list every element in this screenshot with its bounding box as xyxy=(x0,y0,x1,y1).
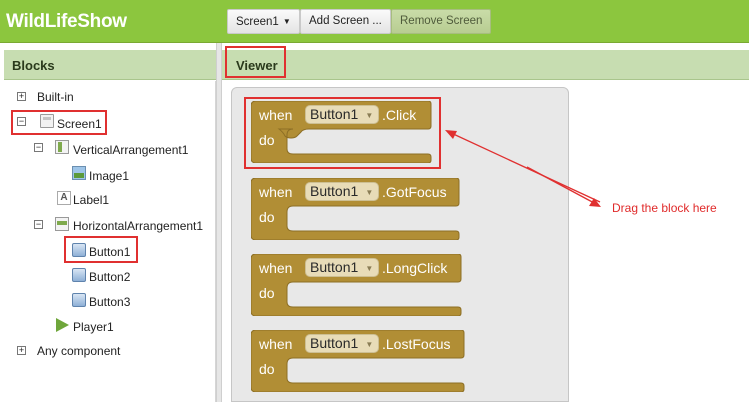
when-label: when xyxy=(259,336,293,352)
component-dropdown[interactable]: Button1 ▼ xyxy=(305,182,380,201)
dropdown-arrow-icon: ▼ xyxy=(365,111,374,120)
button-icon xyxy=(72,293,86,307)
panel-splitter[interactable] xyxy=(216,43,222,402)
do-label: do xyxy=(259,132,275,148)
chevron-down-icon: ▼ xyxy=(282,17,291,26)
player-icon xyxy=(56,318,69,332)
event-block-shape xyxy=(251,330,465,392)
when-label: when xyxy=(259,260,293,276)
blocks-panel-title: Blocks xyxy=(12,58,55,73)
event-name-label: .GotFocus xyxy=(382,184,447,200)
viewer-highlight-box xyxy=(225,46,286,78)
event-block-lostfocus[interactable]: when Button1 ▼ .LostFocus do xyxy=(251,330,481,392)
screen1-highlight-box xyxy=(11,110,107,135)
component-dropdown[interactable]: Button1 ▼ xyxy=(305,334,380,353)
component-dropdown[interactable]: Button1 ▼ xyxy=(305,258,380,277)
vertical-arrangement-icon xyxy=(55,140,69,154)
screen-icon xyxy=(40,114,54,128)
component-dropdown-label: Button1 xyxy=(310,335,359,351)
button-icon xyxy=(72,268,86,282)
component-dropdown-label: Button1 xyxy=(310,183,359,199)
dropdown-arrow-icon: ▼ xyxy=(365,188,374,197)
button1-highlight-box xyxy=(64,236,138,263)
event-block-click[interactable]: when Button1 ▼ .Click do xyxy=(251,101,481,163)
remove-screen-button[interactable]: Remove Screen xyxy=(391,9,492,34)
event-name-label: .Click xyxy=(382,107,417,123)
tree-item-built-in[interactable]: Built-in xyxy=(37,90,74,104)
collapse-icon[interactable]: − xyxy=(34,142,43,152)
event-block-longclick[interactable]: when Button1 ▼ .LongClick do xyxy=(251,254,481,316)
viewer-panel-title: Viewer xyxy=(236,58,278,73)
component-dropdown[interactable]: Button1 ▼ xyxy=(305,105,380,124)
event-block-shape xyxy=(251,101,432,163)
dropdown-arrow-icon: ▼ xyxy=(365,340,374,349)
tree-item-button3[interactable]: Button3 xyxy=(89,295,131,309)
do-label: do xyxy=(259,285,275,301)
screen-select[interactable]: Screen1▼ xyxy=(227,9,300,34)
do-label: do xyxy=(259,361,275,377)
when-label: when xyxy=(259,107,293,123)
tree-item-screen1[interactable]: Screen1 xyxy=(57,117,102,131)
tree-item-label1[interactable]: Label1 xyxy=(73,193,110,207)
expand-icon[interactable]: + xyxy=(17,91,26,101)
tree-item-any-component[interactable]: Any component xyxy=(37,344,121,358)
app-title: WildLifeShow xyxy=(6,11,127,32)
collapse-icon[interactable]: − xyxy=(17,116,26,126)
tree-item-button1[interactable]: Button1 xyxy=(89,245,131,259)
event-block-shape xyxy=(251,178,460,240)
component-dropdown-label: Button1 xyxy=(310,259,359,275)
blocks-panel-header: Blocks xyxy=(4,50,216,80)
click-block-highlight-box xyxy=(244,97,441,169)
collapse-icon[interactable]: − xyxy=(34,219,43,229)
do-label: do xyxy=(259,209,275,225)
event-block-shape xyxy=(251,254,462,316)
dropdown-arrow-icon: ▼ xyxy=(365,264,374,273)
button-icon xyxy=(72,243,86,257)
tree-item-verticalarrangement1[interactable]: VerticalArrangement1 xyxy=(73,143,189,157)
event-name-label: .LongClick xyxy=(382,260,448,276)
image-icon xyxy=(72,166,86,180)
top-bar: WildLifeShow Screen1▼ Add Screen ... Rem… xyxy=(0,0,749,43)
horizontal-arrangement-icon xyxy=(55,217,69,231)
label-icon: A xyxy=(57,191,71,205)
expand-icon[interactable]: + xyxy=(17,345,26,355)
add-screen-button[interactable]: Add Screen ... xyxy=(300,9,391,34)
viewer-panel-header: Viewer xyxy=(222,50,749,80)
tree-item-horizontalarrangement1[interactable]: HorizontalArrangement1 xyxy=(73,219,204,233)
event-name-label: .LostFocus xyxy=(382,336,451,352)
tree-item-image1[interactable]: Image1 xyxy=(89,169,130,183)
event-block-gotfocus[interactable]: when Button1 ▼ .GotFocus do xyxy=(251,178,481,240)
tree-item-player1[interactable]: Player1 xyxy=(73,320,114,334)
tree-item-button2[interactable]: Button2 xyxy=(89,270,131,284)
screen-select-label: Screen1 xyxy=(236,16,279,28)
component-dropdown-label: Button1 xyxy=(310,106,359,122)
when-label: when xyxy=(259,184,293,200)
annotation-label: Drag the block here xyxy=(612,201,717,215)
